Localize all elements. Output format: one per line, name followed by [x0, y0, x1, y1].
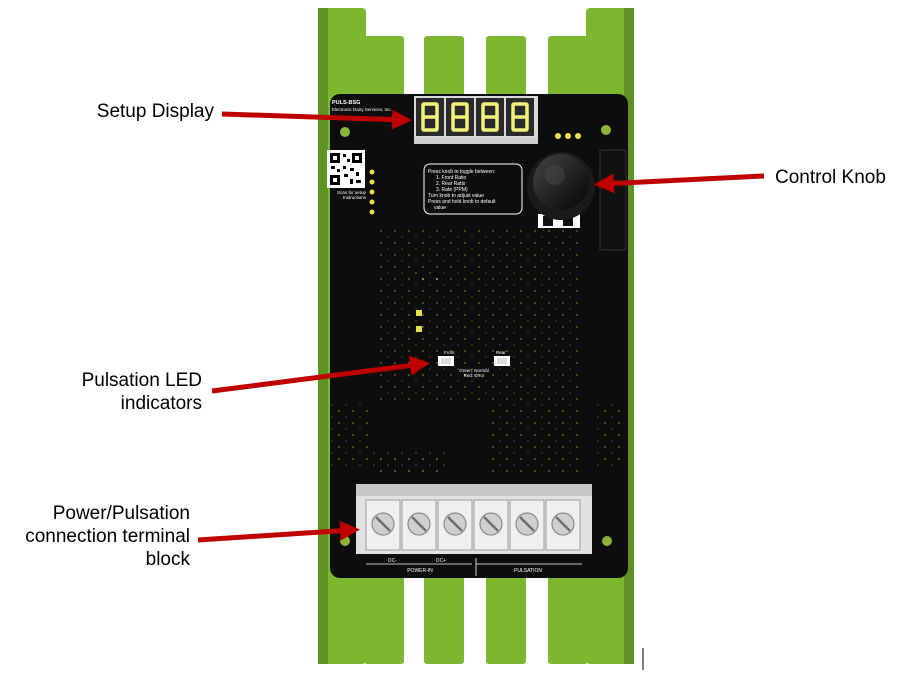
instruction-line: 2. Rear Ratio [436, 181, 466, 187]
terminal-power-in: POWER-IN [407, 568, 433, 574]
instruction-line: value [434, 205, 446, 211]
label-setup-display: Setup Display [96, 101, 214, 122]
instruction-line: Press and hold knob to default [428, 199, 496, 205]
led-green-legend: Green: Normal [459, 368, 489, 373]
control-knob [527, 152, 595, 228]
arrow-control-knob [594, 173, 765, 194]
terminal-dc-plus: DC+ [436, 558, 446, 564]
label-control-knob: Control Knob [775, 167, 886, 188]
mount-hole [602, 536, 612, 546]
label-terminal-block: Power/Pulsation connection terminal bloc… [25, 503, 190, 570]
terminal-dc-minus: DC- [388, 558, 397, 564]
board-model: PULS-BSG [332, 100, 360, 106]
setup-display [414, 96, 538, 144]
qr-code [327, 150, 365, 188]
callout-arrows [197, 109, 765, 543]
qr-caption-1: Scan for setup [337, 190, 367, 195]
arrow-pulsation-led [211, 355, 430, 394]
mount-hole [340, 536, 350, 546]
led-rear-label: Rear [496, 350, 506, 355]
instruction-line: Turn knob to adjust value [428, 193, 484, 199]
pulsation-leds [438, 356, 510, 366]
instruction-line: 1. Front Ratio [436, 175, 467, 181]
label-pulsation-led: Pulsation LED indicators [81, 370, 202, 414]
instruction-panel [423, 163, 523, 215]
led-red-legend: Red: Error [464, 373, 485, 378]
terminal-pulsation: PULSATION [514, 568, 542, 574]
led-front-label: Front [444, 350, 455, 355]
arrow-setup-display [221, 109, 412, 130]
instruction-line: Press knob to toggle between: [428, 169, 495, 175]
arrow-terminal-block [197, 520, 360, 543]
board-company: Electronic Dairy Services, Inc. [332, 107, 392, 112]
mount-hole [601, 125, 611, 135]
terminal-block [356, 484, 592, 576]
qr-caption-2: Instructions [343, 195, 367, 200]
mount-hole [340, 127, 350, 137]
instruction-line: 3. Rate (PPM) [436, 187, 468, 193]
